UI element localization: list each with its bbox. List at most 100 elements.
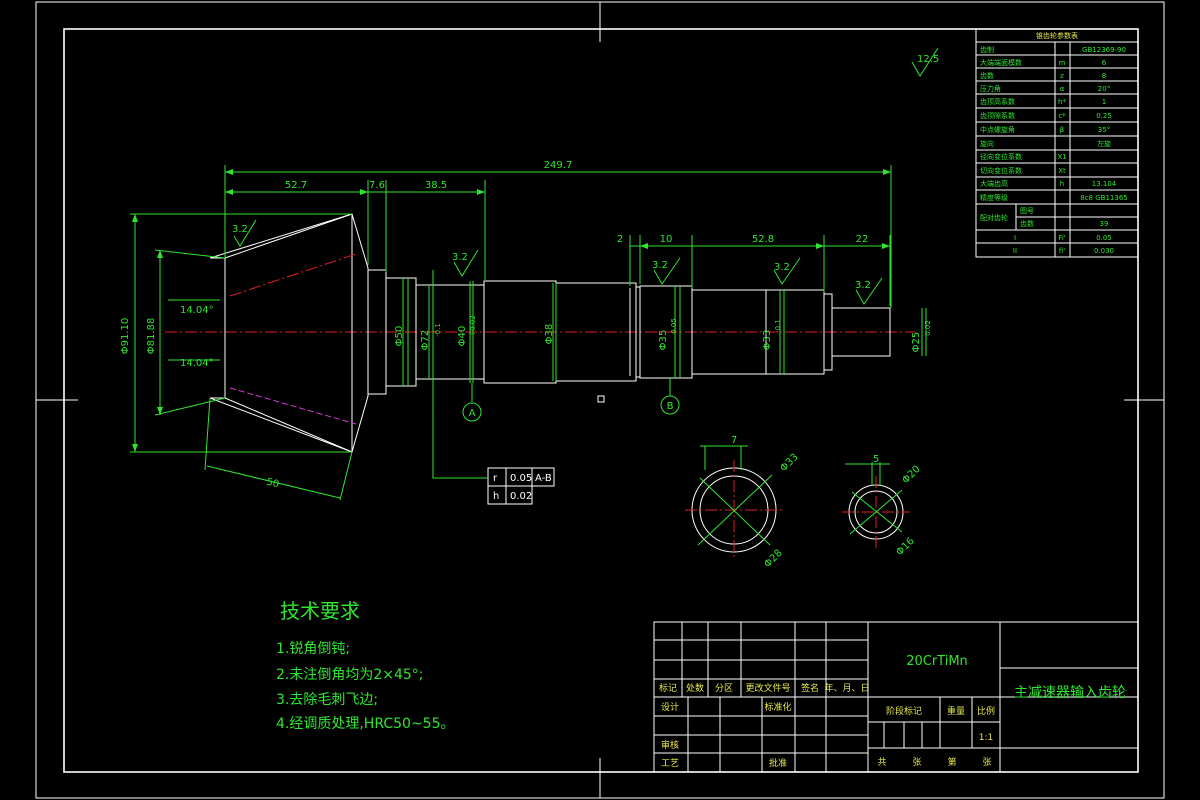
svg-text:压力角: 压力角 bbox=[980, 84, 1001, 93]
tech-req-item: 2.未注倒角均为2×45°; bbox=[276, 667, 424, 683]
dim-phi35-tol: 0.05 bbox=[670, 318, 678, 334]
svg-text:h*: h* bbox=[1058, 98, 1066, 106]
dimension-texts: 249.7 52.7 7.6 38.5 2 10 52.8 22 50 Φ91.… bbox=[120, 160, 932, 570]
svg-text:0.030: 0.030 bbox=[1094, 247, 1114, 255]
tech-req-title: 技术要求 bbox=[280, 599, 360, 623]
dim-spline-d2: Φ20 bbox=[900, 464, 922, 486]
roughness-4: 3.2 bbox=[774, 262, 790, 273]
bevel-gear-outline bbox=[209, 213, 369, 453]
svg-text:20°: 20° bbox=[1098, 85, 1110, 93]
svg-text:重量: 重量 bbox=[947, 705, 965, 717]
small-mark bbox=[597, 395, 605, 403]
arrowheads bbox=[132, 169, 891, 452]
pitch-line-upper bbox=[229, 253, 357, 297]
tolerance-frame bbox=[487, 467, 555, 505]
svg-text:标准化: 标准化 bbox=[764, 701, 791, 713]
svg-text:1: 1 bbox=[1102, 98, 1106, 106]
svg-text:第: 第 bbox=[947, 756, 956, 768]
dim-d6: 52.8 bbox=[752, 234, 774, 245]
gear-shaft-view bbox=[130, 47, 939, 505]
svg-text:13.104: 13.104 bbox=[1092, 180, 1117, 188]
svg-text:处数: 处数 bbox=[686, 682, 704, 694]
roughness-1: 3.2 bbox=[232, 224, 248, 235]
svg-text:张: 张 bbox=[912, 757, 921, 768]
dim-phi72-tol: -0.1 bbox=[434, 323, 442, 337]
dim-d4: 2 bbox=[617, 234, 623, 245]
dim-phi33: Φ33 bbox=[762, 330, 773, 351]
dim-spline-d2b: Φ16 bbox=[894, 536, 916, 558]
centering-marks bbox=[36, 2, 1164, 798]
dim-d5: 10 bbox=[660, 234, 673, 245]
svg-text:X1: X1 bbox=[1057, 153, 1066, 161]
roughness-corner: 12.5 bbox=[917, 54, 939, 65]
datum-lines bbox=[462, 378, 680, 422]
svg-text:0.05: 0.05 bbox=[510, 473, 532, 484]
dim-phi25-tol: 0.02 bbox=[924, 320, 932, 336]
svg-text:0.05: 0.05 bbox=[1096, 234, 1112, 242]
roughness-symbols bbox=[233, 47, 939, 305]
diameter-dimension-lines bbox=[407, 270, 927, 430]
dim-spline-d1b: Φ28 bbox=[762, 548, 784, 570]
dim-cone-angle-1: 14.04° bbox=[180, 305, 214, 316]
dim-spline-w2: 5 bbox=[873, 454, 879, 465]
inner-dimension-lines bbox=[402, 278, 923, 386]
dimension-lines bbox=[134, 171, 891, 499]
title-block-grid bbox=[653, 621, 1139, 773]
svg-text:39: 39 bbox=[1100, 220, 1109, 228]
datum-b: B bbox=[667, 401, 674, 412]
svg-text:图号: 图号 bbox=[1020, 207, 1034, 215]
svg-text:审核: 审核 bbox=[661, 739, 679, 751]
svg-text:h: h bbox=[493, 491, 499, 502]
dim-d3: 38.5 bbox=[425, 180, 447, 191]
svg-text:h: h bbox=[1060, 180, 1064, 188]
svg-text:齿数: 齿数 bbox=[1020, 219, 1034, 228]
spline-section-2 bbox=[842, 462, 910, 548]
svg-text:批准: 批准 bbox=[769, 757, 787, 769]
svg-text:m: m bbox=[1059, 59, 1066, 67]
dim-spline-d1: Φ33 bbox=[778, 452, 800, 474]
svg-text:c*: c* bbox=[1058, 112, 1066, 120]
svg-text:更改文件号: 更改文件号 bbox=[745, 682, 790, 694]
svg-text:张: 张 bbox=[982, 757, 991, 768]
params-table-title: 锥齿轮参数表 bbox=[1036, 31, 1078, 40]
dim-phi72: Φ72 bbox=[420, 330, 431, 351]
svg-text:z: z bbox=[1060, 72, 1064, 80]
svg-text:0.25: 0.25 bbox=[1096, 112, 1112, 120]
svg-text:A-B: A-B bbox=[535, 473, 552, 484]
svg-text:α: α bbox=[1060, 85, 1065, 93]
svg-text:共: 共 bbox=[877, 757, 886, 768]
dim-d2: 7.6 bbox=[369, 180, 385, 191]
inner-frame bbox=[63, 28, 1139, 773]
dim-tip-dia: Φ91.10 bbox=[120, 318, 131, 355]
svg-text:fi': fi' bbox=[1059, 247, 1065, 255]
svg-text:8: 8 bbox=[1102, 72, 1106, 80]
title-block-text: 20CrTiMn 主减速器输入齿轮 标记 处数 分区 更改文件号 签名 年、月、… bbox=[659, 654, 1126, 769]
tech-req-item: 1.锐角倒钝; bbox=[276, 641, 350, 657]
tolerance-leader bbox=[432, 430, 488, 479]
svg-text:GB12369-90: GB12369-90 bbox=[1082, 46, 1126, 54]
dim-phi33-tol: -0.1 bbox=[774, 319, 782, 333]
datum-a: A bbox=[469, 408, 476, 419]
roughness-5: 3.2 bbox=[855, 280, 871, 291]
tech-req-item: 3.去除毛刺飞边; bbox=[276, 692, 378, 708]
svg-text:35°: 35° bbox=[1098, 126, 1110, 134]
svg-text:齿数: 齿数 bbox=[980, 71, 994, 80]
dim-phi40-tol: +0.02 bbox=[469, 315, 477, 336]
svg-text:大端齿高: 大端齿高 bbox=[980, 179, 1008, 188]
svg-text:分区: 分区 bbox=[715, 683, 733, 694]
svg-text:阶段标记: 阶段标记 bbox=[886, 705, 922, 717]
svg-text:r: r bbox=[493, 473, 498, 484]
dim-d1: 52.7 bbox=[285, 180, 307, 191]
dim-phi50: Φ50 bbox=[394, 326, 405, 347]
svg-text:配对齿轮: 配对齿轮 bbox=[980, 213, 1008, 222]
dim-d7: 22 bbox=[856, 234, 869, 245]
dim-overall: 249.7 bbox=[544, 160, 573, 171]
svg-text:工艺: 工艺 bbox=[661, 758, 679, 769]
dim-phi35: Φ35 bbox=[658, 330, 669, 351]
dim-pitch-dia: Φ81.88 bbox=[146, 318, 157, 355]
tolerance-frame-text: r 0.05 A-B h 0.02 bbox=[493, 473, 552, 502]
svg-text:大端端面模数: 大端端面模数 bbox=[980, 58, 1022, 67]
svg-text:中点螺旋角: 中点螺旋角 bbox=[980, 125, 1015, 134]
